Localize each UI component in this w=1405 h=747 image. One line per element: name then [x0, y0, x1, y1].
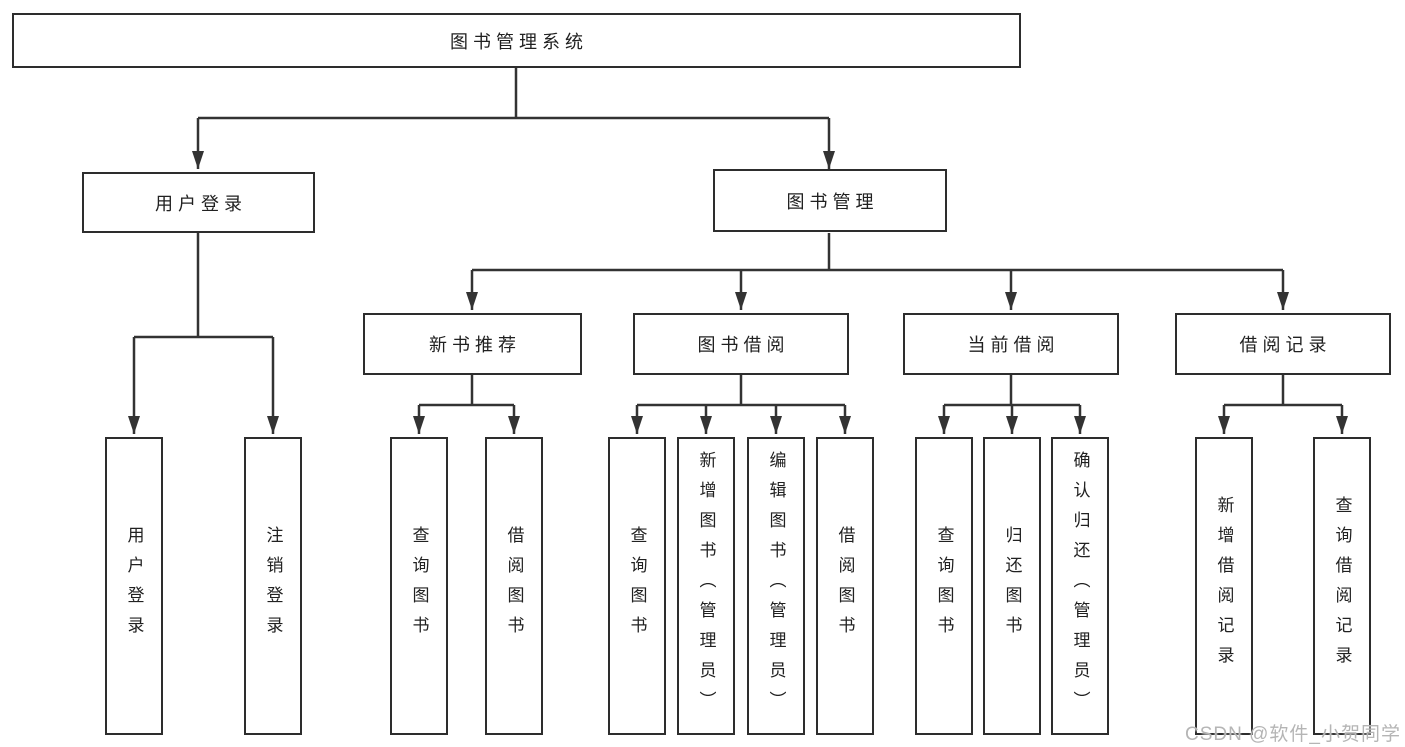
node-new-book-recommend-label: 新书推荐 [429, 335, 521, 355]
leaf-cb-confirm-return-admin-label: 确认归还（管理员） [1070, 451, 1090, 721]
leaf-cb-query-books: 查询图书 [915, 437, 973, 735]
node-user-login: 用户登录 [82, 172, 315, 233]
connector-user-login-trunk [134, 233, 273, 339]
leaf-logout-label: 注销登录 [263, 526, 283, 646]
leaf-cb-return-books: 归还图书 [983, 437, 1041, 735]
node-new-book-recommend: 新书推荐 [363, 313, 582, 375]
leaf-user-login-label: 用户登录 [124, 526, 144, 646]
leaf-cb-query-books-label: 查询图书 [934, 526, 954, 646]
connector-root-trunk [198, 68, 829, 120]
leaf-nr-query-books-label: 查询图书 [409, 526, 429, 646]
connector-book-borrow-trunk [637, 375, 845, 407]
leaf-bb-query-books-label: 查询图书 [627, 526, 647, 646]
leaf-bb-query-books: 查询图书 [608, 437, 666, 735]
connector-new-book-rec-trunk [419, 375, 514, 407]
leaf-user-login: 用户登录 [105, 437, 163, 735]
node-borrowing-records-label: 借阅记录 [1239, 335, 1332, 355]
leaf-cb-return-books-label: 归还图书 [1002, 526, 1022, 646]
leaf-nr-query-books: 查询图书 [390, 437, 448, 735]
node-book-management: 图书管理 [713, 169, 947, 232]
node-borrowing-records: 借阅记录 [1175, 313, 1391, 375]
leaf-cb-confirm-return-admin: 确认归还（管理员） [1051, 437, 1109, 735]
node-book-borrowing: 图书借阅 [633, 313, 849, 375]
leaf-nr-borrow-books-label: 借阅图书 [504, 526, 524, 646]
leaf-bb-add-books-admin-label: 新增图书（管理员） [696, 451, 716, 721]
leaf-logout: 注销登录 [244, 437, 302, 735]
node-root-system: 图书管理系统 [12, 13, 1021, 68]
connector-book-mgmt-trunk [472, 233, 1283, 272]
leaf-br-query-record: 查询借阅记录 [1313, 437, 1371, 735]
node-root-system-label: 图书管理系统 [450, 31, 588, 52]
leaf-bb-borrow-books: 借阅图书 [816, 437, 874, 735]
leaf-br-add-record: 新增借阅记录 [1195, 437, 1253, 735]
node-book-management-label: 图书管理 [786, 191, 879, 212]
node-user-login-label: 用户登录 [155, 193, 247, 214]
leaf-bb-add-books-admin: 新增图书（管理员） [677, 437, 735, 735]
node-current-borrowing-label: 当前借阅 [967, 335, 1060, 355]
node-current-borrowing: 当前借阅 [903, 313, 1119, 375]
leaf-br-add-record-label: 新增借阅记录 [1214, 496, 1234, 676]
node-book-borrowing-label: 图书借阅 [697, 335, 790, 355]
leaf-nr-borrow-books: 借阅图书 [485, 437, 543, 735]
leaf-br-query-record-label: 查询借阅记录 [1332, 496, 1352, 676]
leaf-bb-edit-books-admin-label: 编辑图书（管理员） [766, 451, 786, 721]
connector-current-borrow-trunk [944, 375, 1080, 407]
watermark: CSDN @软件_小贺同学 [1185, 724, 1401, 745]
leaf-bb-edit-books-admin: 编辑图书（管理员） [747, 437, 805, 735]
leaf-bb-borrow-books-label: 借阅图书 [835, 526, 855, 646]
connector-borrow-records-trunk [1224, 375, 1342, 407]
